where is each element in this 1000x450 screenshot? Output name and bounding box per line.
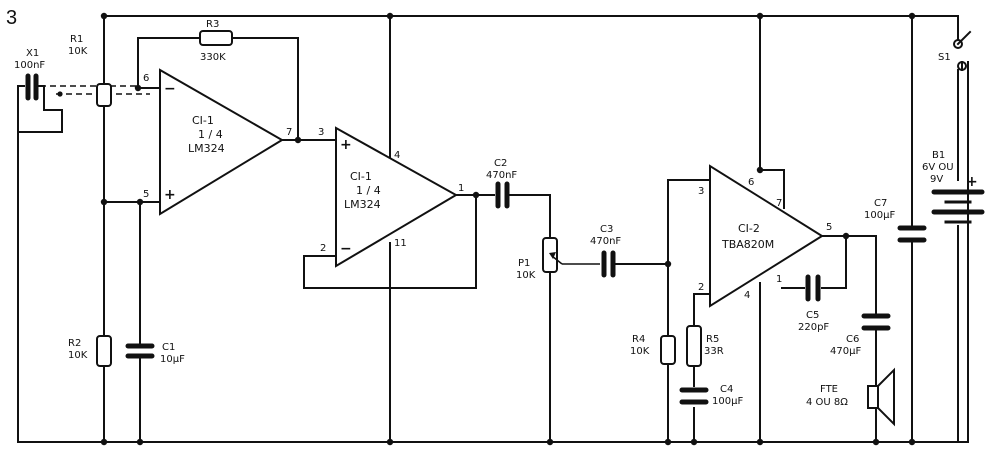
c6-value: 470µF xyxy=(830,346,861,357)
ic2-amplifier: CI-2 TBA820M 3 2 6 7 5 1 4 xyxy=(698,164,832,308)
b1-battery: + B1 6V OU 9V xyxy=(922,150,985,224)
ic1b-part: LM324 xyxy=(344,198,381,211)
r1-ref: R1 xyxy=(70,34,83,45)
ic1a-fraction: 1 / 4 xyxy=(198,128,223,141)
p1-potentiometer: P1 10K xyxy=(516,237,563,281)
c1-ref: C1 xyxy=(162,342,175,353)
c3-ref: C3 xyxy=(600,224,613,235)
ic2-pin4: 4 xyxy=(744,290,750,301)
ic1b-pin1: 1 xyxy=(458,183,464,194)
c2-ref: C2 xyxy=(494,158,507,169)
speaker-value: 4 OU 8Ω xyxy=(806,397,848,408)
ic1a-noninv-sign: + xyxy=(164,187,176,203)
ic2-pin1: 1 xyxy=(776,274,782,285)
ic1b-opamp: + − CI-1 1 / 4 LM324 3 2 1 4 11 xyxy=(318,126,464,268)
c1-capacitor: C1 10µF xyxy=(125,342,185,365)
r2-ref: R2 xyxy=(68,338,81,349)
ic1b-pin2: 2 xyxy=(320,243,326,254)
ic1b-ref: CI-1 xyxy=(350,170,372,183)
p1-ref: P1 xyxy=(518,258,530,269)
figure-number: 3 xyxy=(6,7,17,29)
ic2-pin6: 6 xyxy=(748,177,754,188)
ic2-pin2: 2 xyxy=(698,282,704,293)
p1-value: 10K xyxy=(516,270,536,281)
c2-capacitor: C2 470nF xyxy=(486,158,517,209)
b1-value-line1: 6V OU xyxy=(922,162,954,173)
r1-resistor: R1 10K xyxy=(68,34,112,107)
battery-plus-sign: + xyxy=(966,174,978,190)
x1-capacitor: X1 100nF xyxy=(14,48,45,101)
c7-value: 100µF xyxy=(864,210,895,221)
r5-ref: R5 xyxy=(706,334,719,345)
wiring xyxy=(17,15,969,443)
c4-ref: C4 xyxy=(720,384,733,395)
ic1b-pin3: 3 xyxy=(318,127,324,138)
b1-value-line2: 9V xyxy=(930,174,943,185)
r2-resistor: R2 10K xyxy=(68,335,112,367)
speaker: FTE 4 OU 8Ω xyxy=(806,367,895,427)
r4-resistor: R4 10K xyxy=(630,334,676,365)
ic1b-inv-sign: − xyxy=(340,241,352,257)
r5-value: 33R xyxy=(704,346,724,357)
ic2-pin3: 3 xyxy=(698,186,704,197)
c5-capacitor: C5 220pF xyxy=(798,274,829,333)
c2-value: 470nF xyxy=(486,170,517,181)
c7-ref: C7 xyxy=(874,198,887,209)
s1-switch: S1 xyxy=(938,30,972,71)
ic2-part: TBA820M xyxy=(721,238,774,251)
x1-value: 100nF xyxy=(14,60,45,71)
ic1b-noninv-sign: + xyxy=(340,137,352,153)
ic2-pin5: 5 xyxy=(826,222,832,233)
c1-value: 10µF xyxy=(160,354,185,365)
r4-ref: R4 xyxy=(632,334,645,345)
c6-capacitor: C6 470µF xyxy=(830,313,891,357)
ic1b-fraction: 1 / 4 xyxy=(356,184,381,197)
ic2-pin7: 7 xyxy=(776,198,782,209)
r4-value: 10K xyxy=(630,346,650,357)
junction-dots xyxy=(57,12,916,446)
s1-ref: S1 xyxy=(938,52,951,63)
r3-value: 330K xyxy=(200,52,226,63)
c7-capacitor: C7 100µF xyxy=(864,198,927,243)
ic1a-opamp: − + CI-1 1 / 4 LM324 6 5 7 xyxy=(143,68,292,216)
c5-value: 220pF xyxy=(798,322,829,333)
c3-capacitor: C3 470nF xyxy=(590,224,621,278)
x1-ref: X1 xyxy=(26,48,39,59)
ic1a-ref: CI-1 xyxy=(192,114,214,127)
ic1a-pin6: 6 xyxy=(143,73,149,84)
c6-ref: C6 xyxy=(846,334,859,345)
c4-capacitor: C4 100µF xyxy=(679,384,743,407)
ic1a-pin5: 5 xyxy=(143,189,149,200)
c4-value: 100µF xyxy=(712,396,743,407)
ic1a-part: LM324 xyxy=(188,142,225,155)
ic1b-pin11: 11 xyxy=(394,238,407,249)
c5-ref: C5 xyxy=(806,310,819,321)
r3-ref: R3 xyxy=(206,19,219,30)
speaker-ref: FTE xyxy=(820,384,838,395)
ic2-ref: CI-2 xyxy=(738,222,760,235)
ic1a-inv-sign: − xyxy=(164,81,176,97)
r2-value: 10K xyxy=(68,350,88,361)
r5-resistor: R5 33R xyxy=(686,325,724,367)
r1-value: 10K xyxy=(68,46,88,57)
r3-resistor: R3 330K xyxy=(199,19,233,63)
c3-value: 470nF xyxy=(590,236,621,247)
ic1b-pin4: 4 xyxy=(394,150,400,161)
ic1a-pin7: 7 xyxy=(286,127,292,138)
b1-ref: B1 xyxy=(932,150,945,161)
